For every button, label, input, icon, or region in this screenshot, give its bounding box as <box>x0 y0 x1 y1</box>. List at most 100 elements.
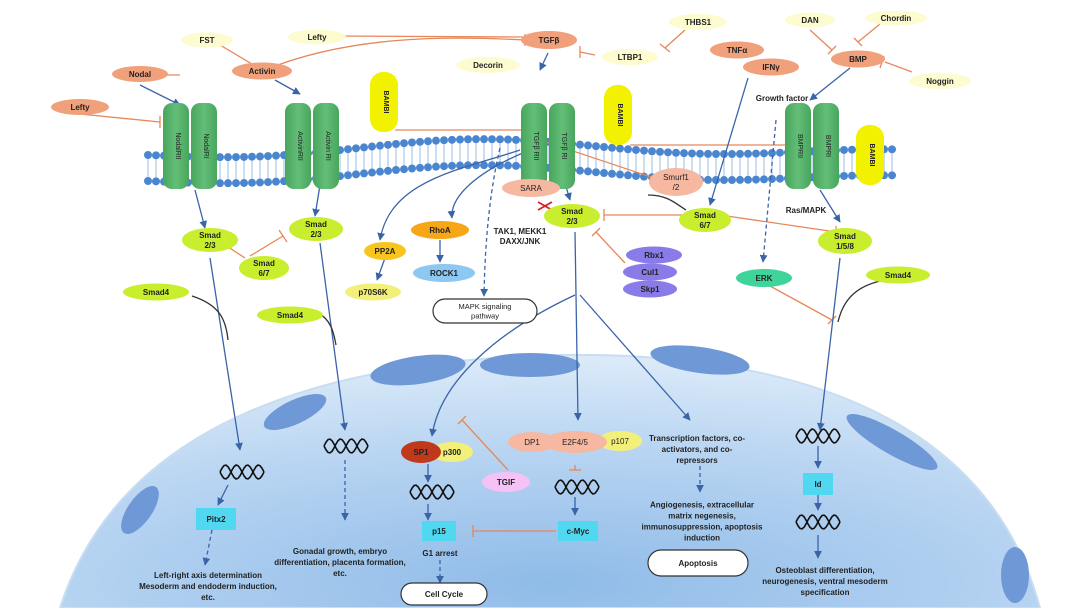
smurf: Smurf1/2 <box>649 168 703 196</box>
sp1-label: SP1 <box>413 448 429 457</box>
smad23-b-label-2: 2/3 <box>310 230 322 239</box>
smad4-b-label: Smad4 <box>277 311 304 320</box>
p70s6k-label: p70S6K <box>358 288 388 297</box>
smad67-b-label-2: 6/7 <box>699 221 711 230</box>
p300-label: p300 <box>443 448 462 457</box>
tgfb-label: TGFβ <box>539 36 560 45</box>
ras-mapk-label: Ras/MAPK <box>786 206 827 215</box>
left-right-label-line-3: etc. <box>201 593 215 602</box>
dp1-label: DP1 <box>524 438 540 447</box>
activin: Activin <box>232 62 292 80</box>
smad158-label-1: Smad <box>834 232 856 241</box>
p15: p15 <box>422 521 456 541</box>
apoptosis-box-label: Apoptosis <box>678 559 718 568</box>
dna-icon-bmp-1 <box>795 428 841 444</box>
gonadal-label-line-3: etc. <box>333 569 347 578</box>
dan-label: DAN <box>801 16 819 25</box>
dp1: DP1 <box>508 432 556 452</box>
bambi-tgfb-label: BAMBI <box>616 104 623 127</box>
tnfa-label: TNFα <box>727 46 748 55</box>
gonadal-label-line-2: differentiation, placenta formation, <box>274 558 406 567</box>
tgfb-receptor: TGFβ RII TGFβ RI <box>521 103 575 189</box>
tgfb-receptor-subunit-2: TGFβ RI <box>560 133 567 160</box>
gonadal-label-line-1: Gonadal growth, embryo <box>293 547 387 556</box>
ltbp1: LTBP1 <box>602 49 658 65</box>
smad23-b-label-1: Smad <box>305 220 327 229</box>
e2f45: E2F4/5 <box>543 431 607 453</box>
nuclear-pore <box>1001 547 1029 603</box>
tgif-label: TGIF <box>497 478 515 487</box>
erk: ERK <box>736 269 792 287</box>
skp1: Skp1 <box>623 280 677 298</box>
smad67-a-label-2: 6/7 <box>258 269 270 278</box>
smad23-a-label-1: Smad <box>199 231 221 240</box>
sara-label: SARA <box>520 184 542 193</box>
e2f45-label: E2F4/5 <box>562 438 588 447</box>
ltbp1-label: LTBP1 <box>618 53 643 62</box>
tnfa: TNFα <box>710 41 764 59</box>
dna-icon-e2f <box>554 479 600 495</box>
nuclear-pore <box>263 393 327 431</box>
decorin: Decorin <box>456 57 520 73</box>
nodal-receptor-subunit-2: NodalRI <box>202 133 209 158</box>
osteo-label-line-3: specification <box>801 588 850 597</box>
tf-label-line-1: Transcription factors, co- <box>649 434 745 443</box>
smad67-b-label-1: Smad <box>694 211 716 220</box>
smad23-c-label-2: 2/3 <box>566 217 578 226</box>
bmp-receptor-subunit-1: BMPRII <box>796 134 803 158</box>
osteo-label-line-2: neurogenesis, ventral mesoderm <box>762 577 887 586</box>
nuclear-pore <box>370 354 466 386</box>
nuclear-pore <box>121 486 159 534</box>
noggin-label: Noggin <box>926 77 954 86</box>
smurf-label-1: Smurf1 <box>663 173 689 182</box>
smad4-c: Smad4 <box>866 266 930 284</box>
left-right-label-line-2: Mesoderm and endoderm induction, <box>139 582 277 591</box>
mapk-pathway-box-label-2: pathway <box>471 311 499 320</box>
tf-label-line-2: activators, and co- <box>662 445 733 454</box>
nuclear-pore <box>650 345 750 375</box>
cell-cycle-box: Cell Cycle <box>400 582 488 606</box>
tgfb: TGFβ <box>521 31 577 49</box>
sara: SARA <box>502 179 560 197</box>
bambi-bmp: BAMBI <box>856 125 884 185</box>
dna-icon-nodal <box>219 464 265 480</box>
bmp-receptor-subunit-2: BMPRI <box>824 135 831 157</box>
bambi-tgfb: BAMBI <box>604 85 632 145</box>
fst: FST <box>181 32 233 48</box>
connections <box>59 23 913 584</box>
osteo-label-line-1: Osteoblast differentiation, <box>775 566 874 575</box>
p107-label: p107 <box>611 437 629 446</box>
tak1-mekk1-label-line-2: DAXX/JNK <box>500 237 541 246</box>
dna-icon-activin <box>323 438 369 454</box>
activin-receptor-subunit-1: ActivinRII <box>296 131 303 161</box>
bambi-activin-label: BAMBI <box>382 91 389 114</box>
bmp-label: BMP <box>849 55 867 64</box>
tgfb-receptor-subunit-1: TGFβ RII <box>532 132 539 161</box>
p300: p300 <box>431 442 473 462</box>
nodal-receptor-subunit-1: NodalRII <box>174 132 181 159</box>
angio-label-line-3: immunosuppression, apoptosis <box>642 522 763 531</box>
smad4-a: Smad4 <box>123 283 189 301</box>
rhoa: RhoA <box>411 221 469 239</box>
dna-icon-sp1 <box>409 484 455 500</box>
skp1-label: Skp1 <box>640 285 660 294</box>
smad4-a-label: Smad4 <box>143 288 170 297</box>
chordin-label: Chordin <box>881 14 912 23</box>
noggin: Noggin <box>909 73 971 89</box>
g1-arrest-label: G1 arrest <box>422 549 457 558</box>
angio-label-line-2: matrix negenesis, <box>668 511 736 520</box>
growth-factor-label: Growth factor <box>756 94 808 103</box>
smad23-a-label-2: 2/3 <box>204 241 216 250</box>
nucleus <box>58 345 1042 608</box>
pitx2: Pitx2 <box>196 508 236 530</box>
id: Id <box>803 473 833 495</box>
fst-label: FST <box>199 36 214 45</box>
id-label: Id <box>814 480 821 489</box>
cell-cycle-box-label: Cell Cycle <box>425 590 464 599</box>
thbs1-label: THBS1 <box>685 18 712 27</box>
